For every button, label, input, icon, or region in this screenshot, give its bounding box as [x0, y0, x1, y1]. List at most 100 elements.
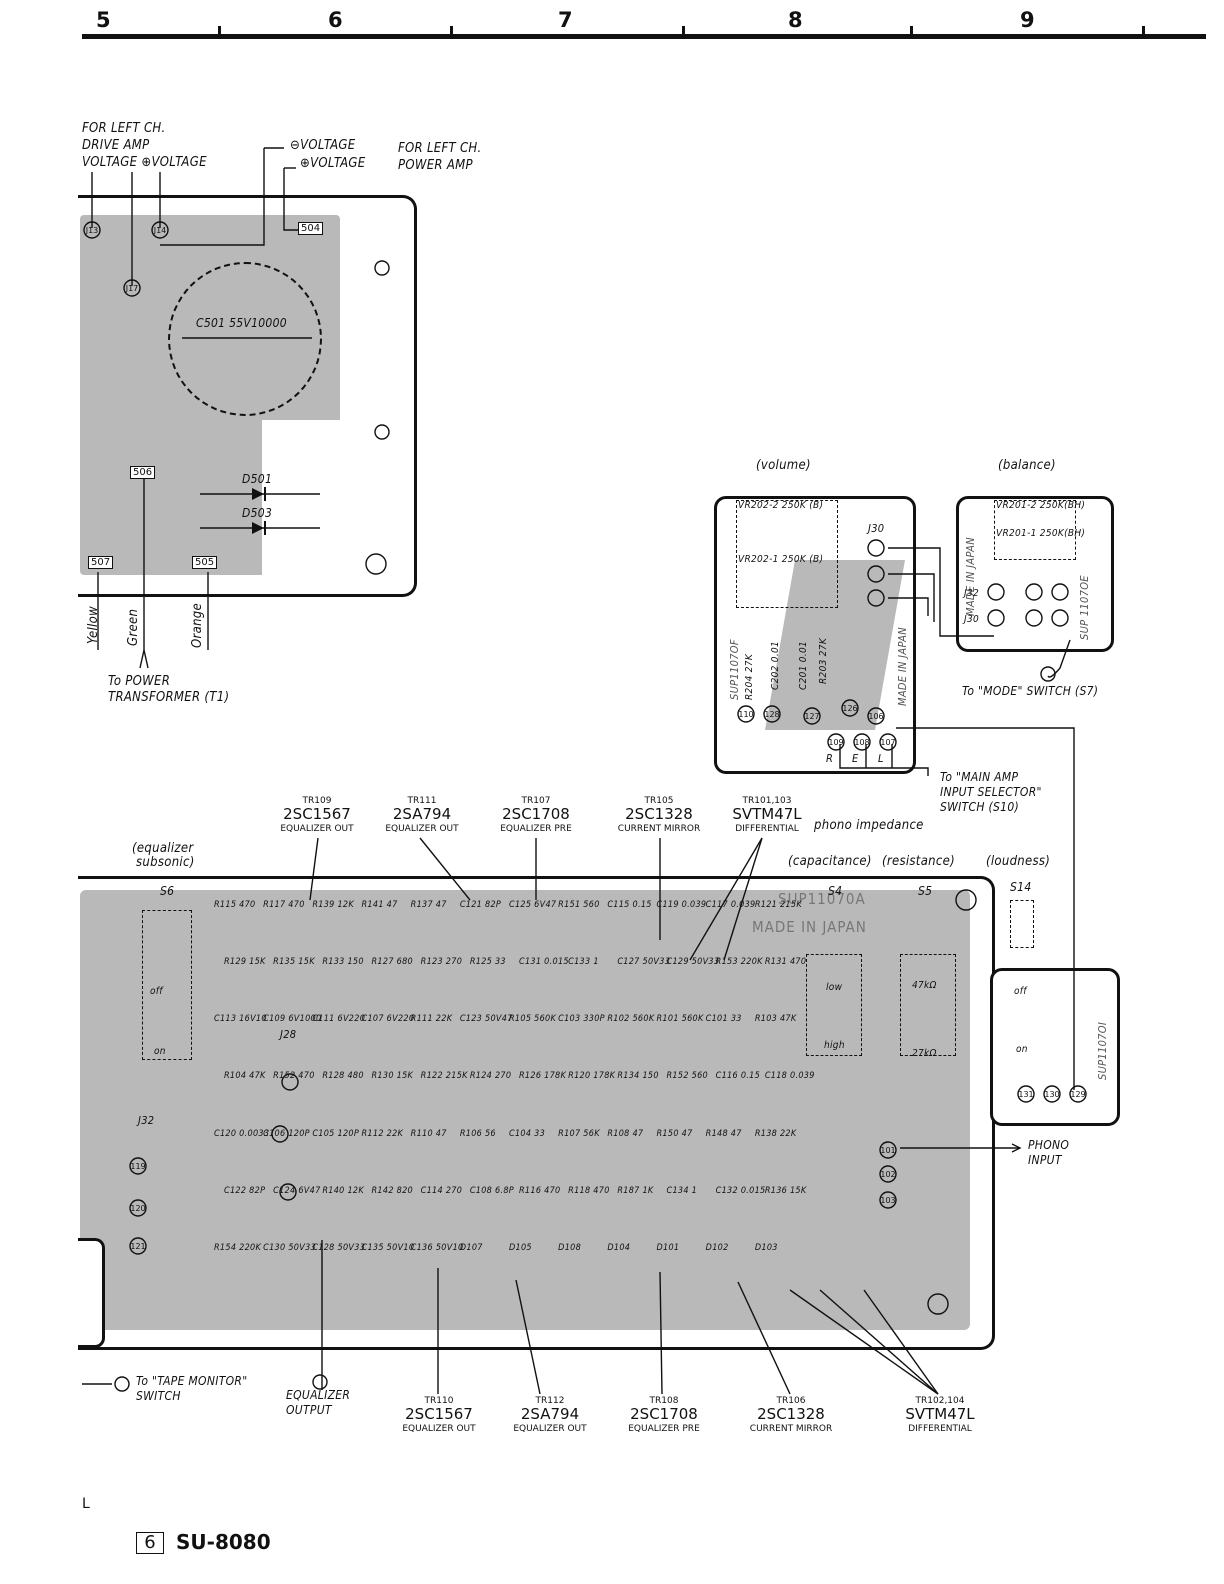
- component-label: R121 215K: [754, 900, 802, 910]
- loudness-board: [990, 968, 1120, 1126]
- component-label: R107 56K: [558, 1128, 600, 1139]
- component-label: R120 178K: [568, 1071, 616, 1082]
- diode-d503-label: D503: [242, 506, 273, 520]
- switch-s6-label: S6: [160, 884, 175, 898]
- terminal-505: 505: [192, 556, 218, 569]
- component-label: C105 120P: [312, 1128, 360, 1139]
- component-label: R101 560K: [656, 1014, 704, 1025]
- component-label: R105 560K: [509, 1014, 557, 1025]
- component-label: C132 0.015: [715, 1185, 766, 1196]
- left-ch-drive-amp-label: FOR LEFT CH. DRIVE AMP VOLTAGE ⊕VOLTAGE: [82, 121, 207, 170]
- transistor-tr106: TR106 2SC1328 CURRENT MIRROR: [749, 1396, 833, 1434]
- pin-number: 107: [880, 738, 895, 747]
- component-label: R112 22K: [361, 1128, 404, 1139]
- vr202-2-label: VR202-2 250K (B): [738, 500, 824, 511]
- component-label: D102: [705, 1242, 729, 1253]
- component-label: R124 270: [469, 1071, 512, 1082]
- capacitance-label: (capacitance): [788, 854, 872, 869]
- component-label: R133 150: [322, 957, 364, 968]
- volume-title: (volume): [756, 458, 811, 473]
- to-power-transformer-label: To POWER TRANSFORMER (T1): [108, 674, 230, 705]
- pin-number: 130: [1044, 1090, 1059, 1099]
- component-label: C118 0.039: [764, 1071, 815, 1082]
- component-label: R122 215K: [420, 1071, 468, 1082]
- volume-pot-outline: [736, 500, 838, 608]
- s5-27k-label: 27kΩ: [912, 1048, 937, 1059]
- vr202-1-label: VR202-1 250K (B): [738, 554, 824, 565]
- component-label: R127 680: [371, 957, 413, 968]
- jack-j30-label: J30: [868, 522, 885, 535]
- jack-j28-label: J28: [280, 1028, 297, 1041]
- component-label: C130 50V33: [263, 1242, 316, 1253]
- scale-mark-6: 6: [328, 8, 343, 32]
- switch-s4-outline: [806, 954, 862, 1056]
- switch-s14-label: S14: [1010, 880, 1032, 894]
- terminal-506: 506: [130, 466, 156, 479]
- transistor-tr112: TR112 2SA794 EQUALIZER OUT: [513, 1396, 587, 1434]
- pin-number: 129: [1070, 1090, 1085, 1099]
- main-board-notch: [78, 1238, 105, 1348]
- pin-number: J13: [85, 226, 99, 235]
- pin-number: 101: [880, 1146, 895, 1155]
- component-label: R125 33: [469, 957, 506, 968]
- s6-off-label: off: [150, 986, 163, 997]
- component-label: C122 82P: [224, 1185, 266, 1196]
- balance-title: (balance): [998, 458, 1056, 473]
- corner-mark: L: [82, 1496, 90, 1512]
- minus-voltage-label: ⊖VOLTAGE: [290, 138, 356, 153]
- component-label: R187 1K: [617, 1185, 654, 1196]
- component-label: C114 270: [420, 1185, 463, 1196]
- component-label: R151 560: [558, 900, 600, 910]
- component-label: R134 150: [617, 1071, 659, 1082]
- component-label: R129 15K: [224, 957, 266, 968]
- scale-tick: [682, 26, 685, 36]
- component-label: C103 330P: [558, 1014, 605, 1025]
- s6-on-label: on: [154, 1046, 166, 1057]
- scale-mark-7: 7: [558, 8, 573, 32]
- scale-mark-5: 5: [96, 8, 111, 32]
- pin-number: 120: [130, 1204, 145, 1213]
- s14-on-label: on: [1016, 1044, 1028, 1055]
- transistor-tr108: TR108 2SC1708 EQUALIZER PRE: [628, 1396, 700, 1434]
- scale-line: [82, 34, 1206, 39]
- capacitor-c501-label: C501 55V10000: [196, 316, 287, 330]
- pin-number: 121: [130, 1242, 145, 1251]
- scale-mark-8: 8: [788, 8, 803, 32]
- component-label: R123 270: [420, 957, 463, 968]
- scale-tick: [1142, 26, 1145, 36]
- main-board-copper: [80, 890, 970, 1330]
- diode-d501-label: D501: [242, 472, 273, 486]
- pin-number: 106: [868, 712, 883, 721]
- component-label: C107 6V220: [361, 1014, 415, 1025]
- scale-mark-9: 9: [1020, 8, 1035, 32]
- pin-number: 109: [828, 738, 843, 747]
- transistor-tr110: TR110 2SC1567 EQUALIZER OUT: [402, 1396, 476, 1434]
- jack-j32-label: J32: [964, 588, 979, 599]
- component-label: R106 56: [459, 1128, 496, 1139]
- component-label: R102 560K: [607, 1014, 655, 1025]
- page-number-box: 6: [136, 1532, 164, 1554]
- component-label: R103 47K: [754, 1014, 797, 1025]
- component-label: R111 22K: [410, 1014, 453, 1025]
- vr201-1-label: VR201-1 250K(BH): [996, 528, 1086, 539]
- switch-s6-outline: [142, 910, 192, 1060]
- component-label: R153 220K: [715, 957, 763, 968]
- component-label: R138 22K: [754, 1128, 797, 1139]
- pin-number: 108: [854, 738, 869, 747]
- component-label: C133 1: [568, 957, 599, 968]
- vr201-2-label: VR201-2 250K(BH): [996, 500, 1086, 511]
- component-label: C116 0.15: [715, 1071, 761, 1082]
- pin-number: 128: [764, 710, 779, 719]
- component-label: R128 480: [322, 1071, 364, 1082]
- transistor-tr102-104: TR102,104 SVTM47L DIFFERENTIAL: [905, 1396, 975, 1434]
- component-label: C121 82P: [459, 900, 502, 910]
- component-label: R152 470: [273, 1071, 315, 1082]
- switch-s14-outline: [1010, 900, 1034, 948]
- s5-47k-label: 47kΩ: [912, 980, 937, 991]
- transistor-tr101-103: TR101,103 SVTM47L DIFFERENTIAL: [732, 796, 802, 834]
- component-label: C117 0.039: [705, 900, 756, 910]
- terminal-504: 504: [298, 222, 324, 235]
- pin-number: 131: [1018, 1090, 1033, 1099]
- component-label: D107: [459, 1242, 483, 1253]
- terminal-507: 507: [88, 556, 114, 569]
